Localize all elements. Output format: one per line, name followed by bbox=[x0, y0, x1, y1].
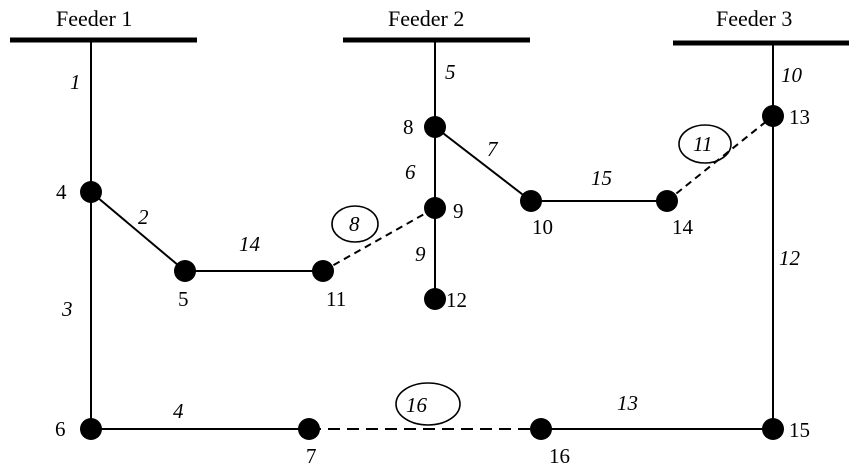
node-label-16: 16 bbox=[549, 444, 570, 468]
node-label-7: 7 bbox=[306, 444, 317, 468]
branch-label-5: 5 bbox=[445, 60, 456, 84]
node-15 bbox=[762, 418, 784, 440]
node-label-8: 8 bbox=[403, 115, 414, 139]
tie-label-11: 11 bbox=[693, 132, 712, 156]
node-5 bbox=[174, 260, 196, 282]
tie-11-line bbox=[666, 115, 774, 202]
node-label-11: 11 bbox=[326, 287, 346, 311]
node-16 bbox=[530, 418, 552, 440]
branch-2-line bbox=[90, 191, 186, 272]
node-13 bbox=[762, 105, 784, 127]
tie-label-16: 16 bbox=[406, 393, 428, 417]
branch-label-10: 10 bbox=[781, 63, 803, 87]
feeder-1-label: Feeder 1 bbox=[56, 6, 132, 31]
node-7 bbox=[298, 418, 320, 440]
branch-label-14: 14 bbox=[239, 232, 261, 256]
branch-label-3: 3 bbox=[61, 297, 73, 321]
node-label-10: 10 bbox=[532, 215, 553, 239]
branch-label-1: 1 bbox=[70, 70, 81, 94]
branch-label-6: 6 bbox=[405, 160, 416, 184]
node-label-13: 13 bbox=[789, 105, 810, 129]
node-label-14: 14 bbox=[672, 215, 694, 239]
node-label-5: 5 bbox=[178, 287, 189, 311]
node-4 bbox=[80, 181, 102, 203]
branch-label-2: 2 bbox=[138, 205, 149, 229]
node-8 bbox=[424, 116, 446, 138]
node-9 bbox=[424, 197, 446, 219]
branch-7-line bbox=[434, 126, 532, 202]
node-label-4: 4 bbox=[56, 180, 67, 204]
branch-label-15: 15 bbox=[591, 166, 612, 190]
branch-label-12: 12 bbox=[779, 246, 801, 270]
node-label-15: 15 bbox=[789, 418, 810, 442]
branch-label-7: 7 bbox=[487, 137, 499, 161]
tie-8-circle bbox=[331, 205, 379, 243]
node-6 bbox=[80, 418, 102, 440]
tie-16-circle bbox=[395, 382, 461, 426]
branch-label-9: 9 bbox=[415, 242, 426, 266]
tie-11-circle bbox=[678, 124, 732, 164]
feeder-3-label: Feeder 3 bbox=[716, 6, 792, 31]
node-label-12: 12 bbox=[446, 288, 467, 312]
node-label-9: 9 bbox=[453, 199, 464, 223]
node-label-6: 6 bbox=[55, 417, 66, 441]
tie-label-8: 8 bbox=[349, 212, 360, 236]
node-14 bbox=[656, 190, 678, 212]
node-12 bbox=[424, 288, 446, 310]
branch-label-13: 13 bbox=[617, 391, 638, 415]
feeder-2-label: Feeder 2 bbox=[388, 6, 464, 31]
tie-8-line bbox=[322, 207, 436, 272]
branch-label-4: 4 bbox=[173, 399, 184, 423]
node-10 bbox=[520, 190, 542, 212]
node-11 bbox=[312, 260, 334, 282]
